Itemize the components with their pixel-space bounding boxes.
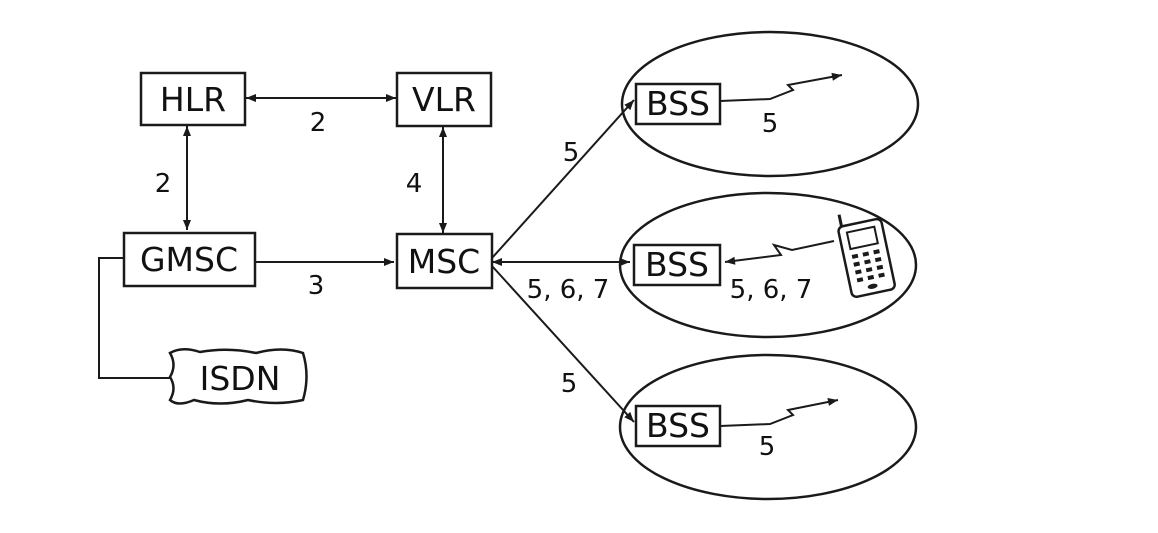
edge-label-vlr-msc: 4 — [406, 169, 423, 199]
isdn-label: ISDN — [200, 359, 281, 398]
cell-bottom — [618, 353, 918, 501]
mobile-phone-icon — [837, 214, 896, 299]
gmsc-label: GMSC — [140, 240, 238, 279]
msc-box — [395, 232, 494, 290]
edge-label-gmsc-msc: 3 — [308, 271, 325, 301]
isdn-cloud — [168, 348, 308, 405]
edge-label-radio-middle: 5, 6, 7 — [730, 275, 813, 305]
msc-label: MSC — [408, 242, 480, 281]
bss-top-box — [634, 82, 722, 126]
radio-link-middle — [724, 240, 835, 265]
edge-label-hlr-vlr: 2 — [310, 108, 327, 138]
radio-link-top — [719, 72, 843, 102]
vlr-label: VLR — [412, 80, 476, 119]
edge-label-msc-bss-bottom: 5 — [561, 369, 578, 399]
hlr-box — [139, 71, 247, 127]
radio-link-bottom — [719, 398, 839, 427]
link-gmsc-isdn — [98, 257, 170, 379]
edge-label-radio-bottom: 5 — [759, 432, 776, 462]
cell-top — [620, 30, 920, 178]
link-msc-bss-bottom — [491, 265, 635, 423]
edge-label-msc-bss-middle: 5, 6, 7 — [527, 275, 610, 305]
gmsc-box — [122, 231, 257, 288]
hlr-label: HLR — [160, 80, 226, 119]
bss-bottom-box — [634, 404, 722, 448]
vlr-box — [395, 71, 493, 128]
bss-bottom-label: BSS — [646, 406, 710, 445]
edge-label-radio-top: 5 — [762, 109, 779, 139]
bss-middle-box — [632, 243, 722, 287]
bss-middle-label: BSS — [645, 245, 709, 284]
edge-label-hlr-gmsc: 2 — [155, 169, 172, 199]
edge-label-msc-bss-top: 5 — [563, 138, 580, 168]
bss-top-label: BSS — [646, 84, 710, 123]
link-msc-bss-top — [491, 99, 635, 259]
